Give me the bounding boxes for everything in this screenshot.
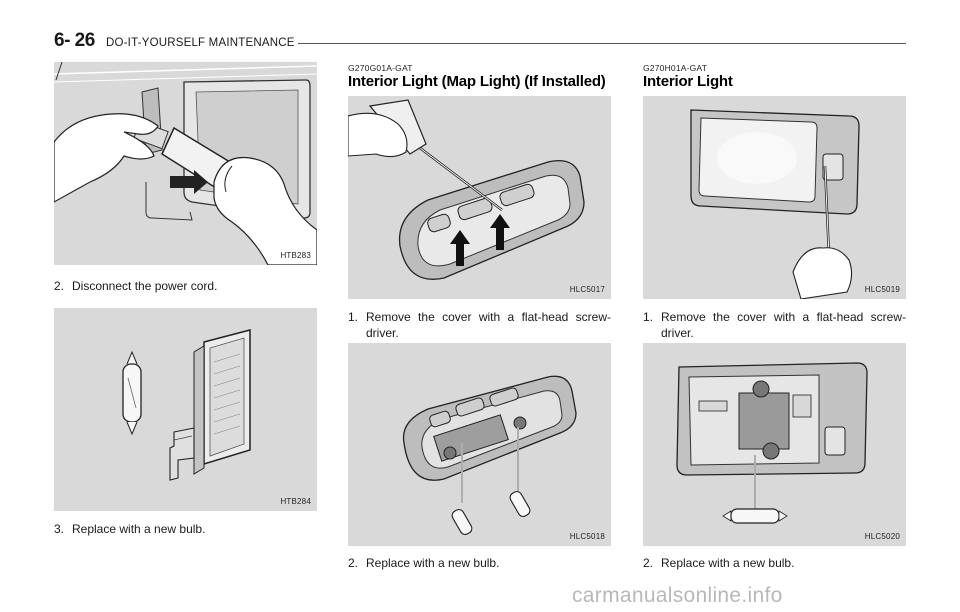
step-text: Disconnect the power cord.: [72, 279, 218, 293]
step-3-replace: 3. Replace with a new bulb.: [54, 521, 317, 537]
step-number: 3.: [54, 522, 65, 536]
step-2-replace-map-light: 2. Replace with a new bulb.: [348, 555, 611, 571]
step-number: 2.: [348, 556, 359, 570]
step-2-disconnect: 2. Disconnect the power cord.: [54, 278, 317, 294]
interior-light-cover-removal-illustration: [690, 109, 860, 299]
header-rule: [298, 43, 906, 44]
interior-light-bulb-illustration: [676, 362, 868, 524]
page-number: 6- 26: [54, 30, 95, 51]
step-number: 1.: [643, 310, 654, 324]
step-1-remove-cover-map-light: 1. Remove the cover with a flat-head scr…: [348, 309, 611, 341]
step-number: 1.: [348, 310, 359, 324]
figure-hlc5020: HLC5020: [643, 343, 906, 546]
figure-id-hlc5018: HLC5018: [569, 532, 605, 541]
figure-htb284: HTB284: [54, 308, 317, 511]
figure-id-hlc5020: HLC5020: [864, 532, 900, 541]
heading-interior-light: Interior Light: [643, 73, 733, 90]
map-light-cover-removal-illustration: [348, 99, 585, 280]
figure-hlc5018: HLC5018: [348, 343, 611, 546]
figure-hlc5017: HLC5017: [348, 96, 611, 299]
step-text: Replace with a new bulb.: [72, 522, 206, 536]
map-light-bulbs-illustration: [402, 375, 577, 535]
figure-id-htb283: HTB283: [280, 251, 311, 260]
step-number: 2.: [54, 279, 65, 293]
figure-htb283: HTB283: [54, 62, 317, 265]
step-2-replace-interior: 2. Replace with a new bulb.: [643, 555, 906, 571]
lamp-and-bulb-illustration: [122, 329, 251, 481]
figure-id-htb284: HTB284: [280, 497, 311, 506]
step-text: Remove the cover with a flat-head screw-…: [366, 310, 611, 340]
figure-id-hlc5019: HLC5019: [864, 285, 900, 294]
figure-hlc5019: HLC5019: [643, 96, 906, 299]
step-text: Remove the cover with a flat-head screw-…: [661, 310, 906, 340]
step-number: 2.: [643, 556, 654, 570]
figure-id-hlc5017: HLC5017: [569, 285, 605, 294]
watermark: carmanualsonline.info: [572, 584, 783, 607]
section-code-map-light: G270G01A-GAT: [348, 63, 413, 73]
step-1-remove-cover-interior: 1. Remove the cover with a flat-head scr…: [643, 309, 906, 341]
page-header: 6- 26 DO-IT-YOURSELF MAINTENANCE: [54, 30, 906, 54]
step-text: Replace with a new bulb.: [366, 556, 500, 570]
step-text: Replace with a new bulb.: [661, 556, 795, 570]
heading-map-light: Interior Light (Map Light) (If Installed…: [348, 73, 606, 90]
headliner-lamp-removal-illustration: [54, 62, 317, 265]
section-title: DO-IT-YOURSELF MAINTENANCE: [106, 37, 295, 49]
section-code-interior-light: G270H01A-GAT: [643, 63, 708, 73]
